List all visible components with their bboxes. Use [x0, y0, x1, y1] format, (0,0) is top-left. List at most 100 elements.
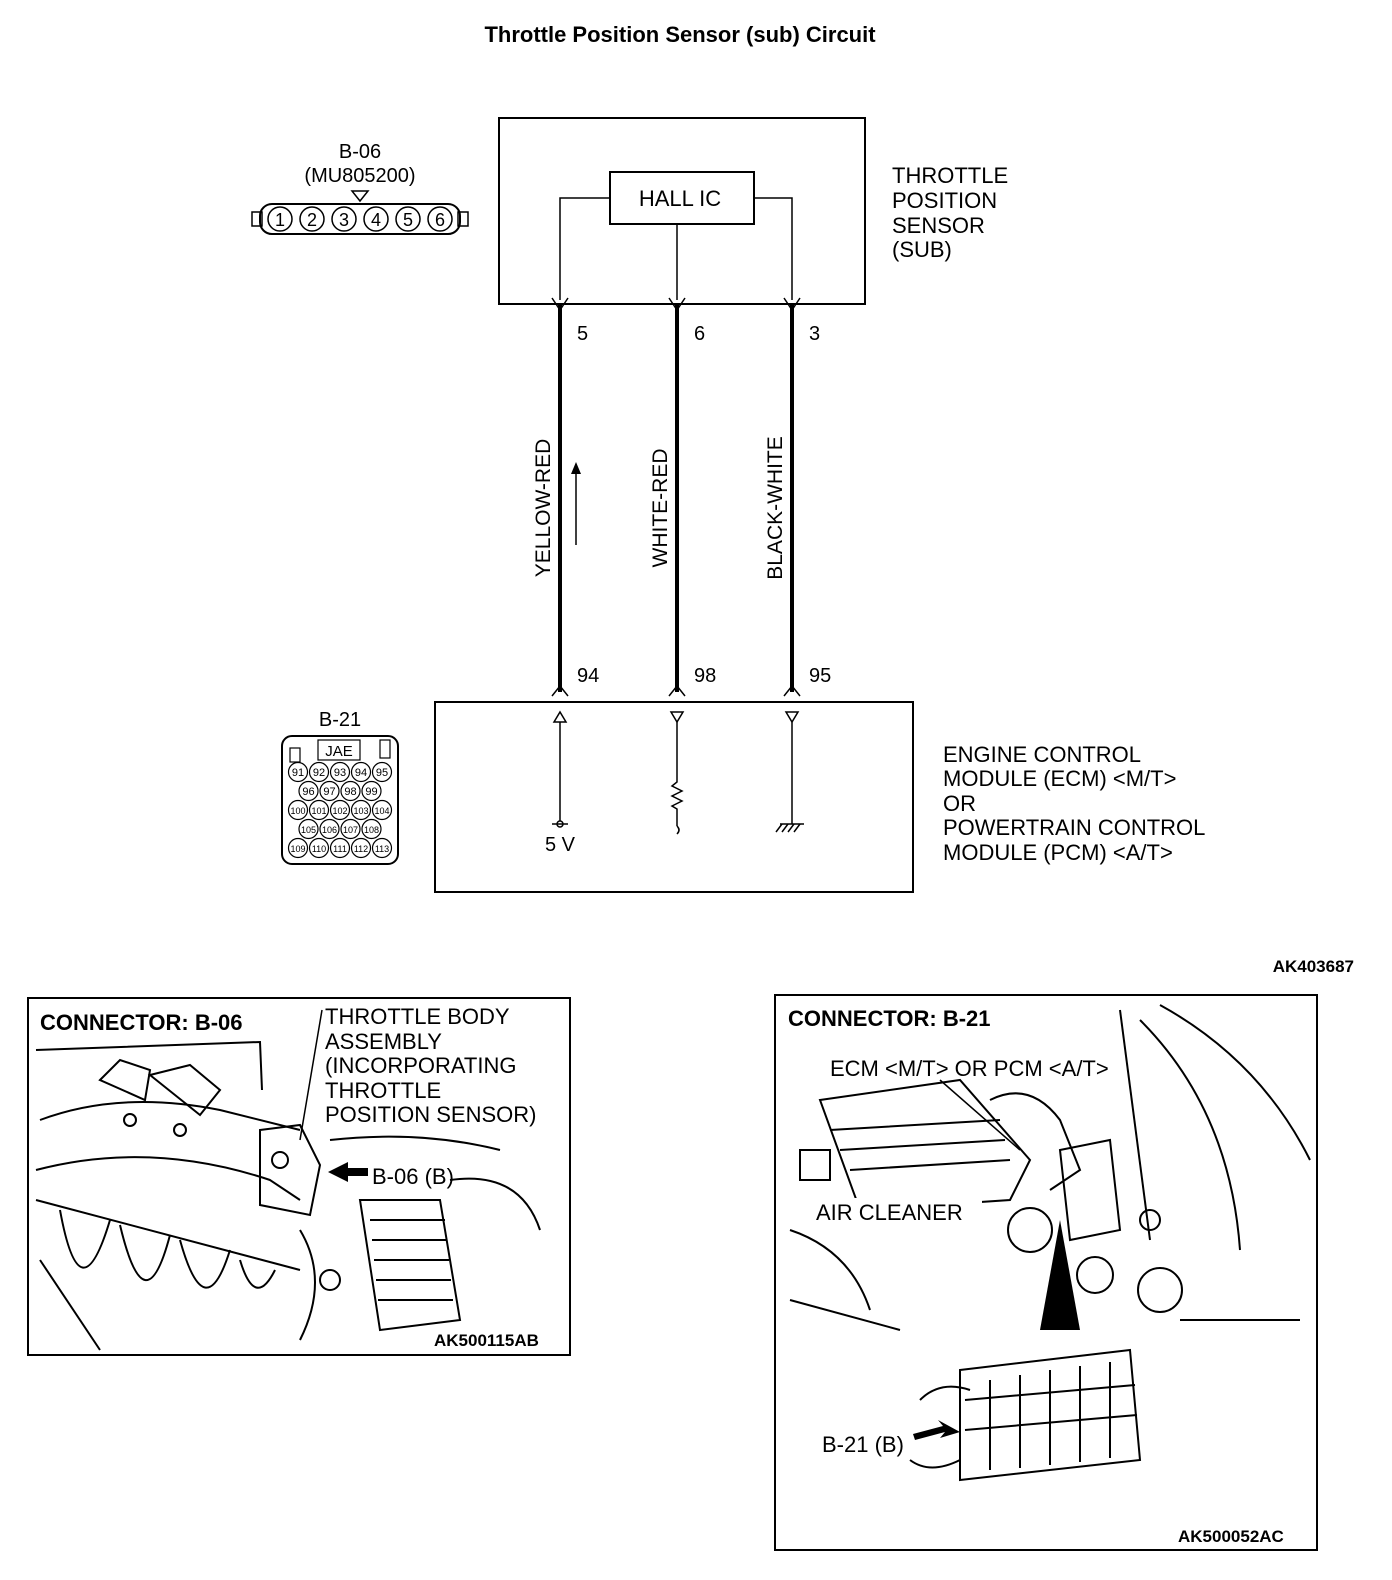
- ecm-pin-number: 98: [694, 665, 716, 687]
- photo-b06-callout-line4: THROTTLE: [325, 1078, 441, 1103]
- photo-b21-callout: ECM <M/T> OR PCM <A/T>: [830, 1056, 1109, 1081]
- connector-b06-pin-label: 1: [275, 210, 285, 230]
- connector-b21-pin-label: 110: [312, 844, 326, 854]
- signal-resistor: [670, 722, 684, 826]
- connector-b21-pin: [361, 780, 382, 802]
- connector-b21-pin: [350, 837, 372, 859]
- engine-illustration: [35, 1040, 541, 1351]
- photo-b06-heading: CONNECTOR: B-06: [40, 1010, 243, 1035]
- connector-b21-pin: [350, 761, 372, 783]
- connector-b21-pin: [298, 780, 319, 802]
- location-pointer: [1040, 1220, 1080, 1330]
- connector-b21-pin-label: 99: [365, 786, 377, 798]
- ecm-terminal-marker: [668, 684, 686, 697]
- hall-ic-label: HALL IC: [639, 186, 721, 211]
- sensor-terminal-marker: [783, 297, 801, 312]
- connector-b21-pin-label: 94: [355, 767, 367, 779]
- connector-b21-pin-label: 98: [344, 786, 356, 798]
- connector-b21-id: B-21: [319, 709, 361, 731]
- sensor-label-line1: THROTTLE: [892, 163, 1008, 188]
- sensor-pin-number: 3: [809, 323, 820, 345]
- ecm-terminal-marker: [551, 684, 569, 697]
- photo-b06-callout-line3: (INCORPORATING: [325, 1053, 516, 1078]
- ecm-label-line3: OR: [943, 791, 976, 816]
- wire-color-label: WHITE-RED: [649, 449, 672, 568]
- connector-b21-brand: JAE: [325, 743, 353, 760]
- connector-b21-pin-label: 97: [323, 786, 335, 798]
- connector-b21-pin-label: 92: [313, 767, 325, 779]
- connector-b21-pin: [308, 799, 330, 821]
- connector-b21-pin-label: 113: [375, 844, 389, 854]
- photo-b21-pointer: B-21 (B): [822, 1432, 904, 1457]
- internal-lead-pin5: [559, 197, 610, 300]
- connector-b06-pin-label: 3: [339, 210, 349, 230]
- sensor-label-line4: (SUB): [892, 237, 952, 262]
- callout-leader-line: [299, 1009, 323, 1141]
- photo-b06-callout-line1: THROTTLE BODY: [325, 1004, 510, 1029]
- connector-b21-pin-label: 109: [290, 844, 305, 854]
- sensor-pin-number: 6: [694, 323, 705, 345]
- connector-b21-pin-label: 100: [290, 806, 305, 816]
- ecm-input-marker: [552, 710, 568, 723]
- connector-b06-pin: [363, 206, 389, 232]
- connector-b21-pin: [329, 761, 351, 783]
- photo-b06-callout-line5: POSITION SENSOR): [325, 1102, 536, 1127]
- connector-b21-pin: [371, 837, 393, 859]
- connector-b21-pin-label: 105: [301, 825, 316, 835]
- supply-voltage-label: 5 V: [545, 834, 576, 856]
- ground-symbol: [775, 823, 804, 833]
- pointer-arrow-b21: [913, 1420, 960, 1440]
- current-flow-arrowhead: [571, 462, 581, 474]
- ecm-label-line5: MODULE (PCM) <A/T>: [943, 840, 1173, 865]
- connector-b21-pin: [350, 799, 372, 821]
- photo-b21-air-cleaner: AIR CLEANER: [816, 1200, 963, 1225]
- ecm-label-line4: POWERTRAIN CONTROL: [943, 815, 1205, 840]
- sensor-label-line2: POSITION: [892, 188, 997, 213]
- connector-b21-housing: [281, 735, 399, 865]
- pointer-arrow: [328, 1162, 368, 1182]
- ecm-label-line2: MODULE (ECM) <M/T>: [943, 766, 1176, 791]
- connector-b06-pin-label: 4: [371, 210, 381, 230]
- photo-panel-b06: CONNECTOR: B-06 THROTTLE BODY ASSEMBLY (…: [27, 997, 571, 1356]
- ecm-pin-number: 95: [809, 665, 831, 687]
- connector-b21-pin: [287, 761, 309, 783]
- connector-b06-pin: [395, 206, 421, 232]
- ecm-input-marker: [784, 711, 800, 724]
- connector-b21-pin-label: 91: [292, 767, 304, 779]
- connector-b06-pin: [267, 206, 293, 232]
- sensor-label-line3: SENSOR: [892, 213, 985, 238]
- ecm-terminal-marker: [783, 684, 801, 697]
- connector-b21-pin-label: 108: [364, 825, 379, 835]
- sensor-box: [498, 117, 866, 305]
- connector-key-marker: [350, 190, 370, 203]
- photo-b21-heading: CONNECTOR: B-21: [788, 1006, 991, 1031]
- sensor-terminal-marker: [668, 297, 686, 312]
- wire-color-label: BLACK-WHITE: [764, 436, 787, 580]
- connector-b21-pin: [308, 761, 330, 783]
- ecm-pin-number: 94: [577, 665, 599, 687]
- photo-b21-code: AK500052AC: [1178, 1527, 1284, 1546]
- ecm-label-line1: ENGINE CONTROL: [943, 742, 1141, 767]
- connector-b21-pin: [361, 818, 382, 840]
- connector-b21-pin: [319, 818, 340, 840]
- connector-b21-pin-label: 112: [354, 844, 368, 854]
- connector-b06-housing: [259, 203, 461, 235]
- photo-b06-callout-line2: ASSEMBLY: [325, 1029, 442, 1054]
- connector-b21-pin: [298, 818, 319, 840]
- connector-b21-pin-label: 95: [376, 767, 388, 779]
- figure-code: AK403687: [1273, 957, 1354, 976]
- connector-b21-pin-label: 107: [343, 825, 358, 835]
- connector-b21-pin: [319, 780, 340, 802]
- connector-b21-pin: [329, 837, 351, 859]
- connector-b06-pin: [331, 206, 357, 232]
- connector-b21-pin-label: 103: [353, 806, 368, 816]
- connector-b06-pin-label: 6: [435, 210, 445, 230]
- engine-bay-illustration: [789, 1004, 1311, 1482]
- sensor-pin-number: 5: [577, 323, 588, 345]
- connector-b21-pin: [371, 761, 393, 783]
- internal-lead-pin3: [754, 197, 793, 300]
- connector-b21-pin: [329, 799, 351, 821]
- connector-b06-pin-label: 5: [403, 210, 413, 230]
